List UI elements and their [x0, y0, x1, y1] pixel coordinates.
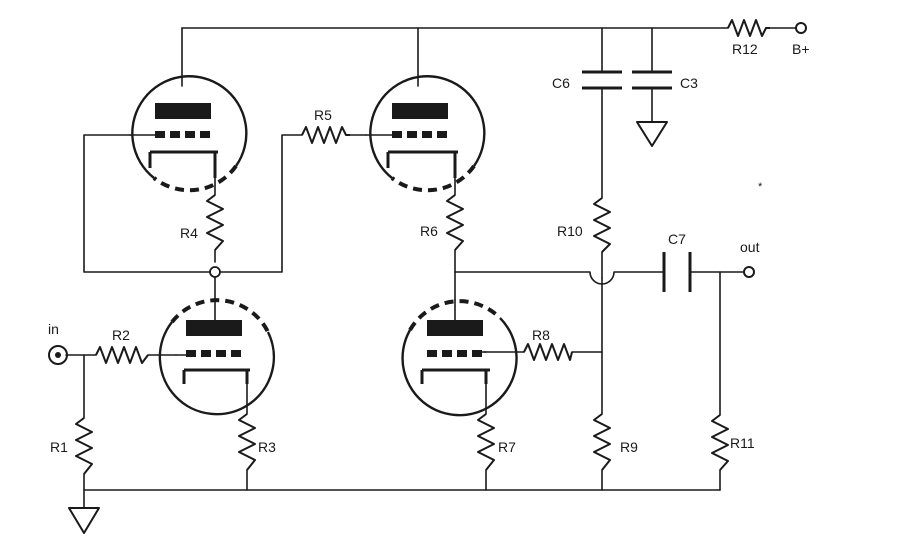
label-c3: C3: [680, 75, 698, 91]
b-plus-terminal: [795, 22, 807, 34]
tube-v1-grid: [155, 131, 210, 138]
resistor-r1: [75, 417, 93, 475]
tube-v3-glass-dashed: [170, 298, 270, 333]
resistor-r7: [477, 413, 495, 471]
tube-v4-plate: [427, 320, 483, 336]
junction-node: [209, 266, 221, 278]
tube-v1-plate: [155, 103, 211, 119]
resistor-r10: [593, 197, 611, 253]
tube-v2-glass-solid: [369, 75, 486, 179]
capacitor-c6: [582, 70, 622, 90]
ground-symbol-c3: [636, 121, 668, 147]
wires: [65, 27, 797, 509]
stray-mark: *: [758, 181, 763, 193]
tube-v4: [401, 299, 518, 417]
label-r8: R8: [532, 327, 550, 343]
tube-v3-grid: [186, 350, 241, 357]
tube-v1-glass-solid: [131, 75, 248, 179]
wire-v1-grid-loop: [83, 134, 211, 273]
label-r3: R3: [258, 439, 276, 455]
resistor-r6: [446, 194, 464, 251]
label-r11: R11: [730, 435, 755, 451]
resistor-r3: [238, 413, 256, 471]
resistor-r2: [95, 346, 149, 364]
label-in: in: [48, 321, 59, 337]
label-r9: R9: [620, 439, 638, 455]
label-r2: R2: [112, 327, 130, 343]
wire-junction-r5: [219, 134, 303, 273]
tube-v4-grid: [427, 350, 482, 357]
tube-v1: [129, 75, 248, 193]
label-bplus: B+: [792, 41, 810, 57]
input-jack: [48, 345, 68, 365]
resistor-r11: [711, 414, 729, 471]
tube-v3: [158, 298, 276, 416]
resistor-r4: [206, 194, 224, 251]
label-r7: R7: [498, 439, 516, 455]
label-c7: C7: [668, 231, 686, 247]
label-r1: R1: [50, 439, 68, 455]
tube-v2-grid: [392, 131, 447, 138]
resistor-r9: [593, 413, 611, 471]
tube-v4-glass-dashed: [408, 299, 502, 331]
tube-v2-cathode: [386, 150, 458, 178]
tube-v2-plate: [392, 103, 448, 119]
wire-output-node: [454, 271, 665, 285]
resistor-r12: [727, 19, 770, 37]
tube-v1-cathode: [148, 150, 218, 178]
output-terminal: [743, 266, 755, 278]
tube-v3-cathode: [182, 368, 250, 384]
label-r5: R5: [314, 107, 332, 123]
resistor-r8: [523, 343, 573, 361]
label-out: out: [740, 239, 760, 255]
tube-v2: [365, 75, 486, 193]
ground-symbol-main: [68, 507, 100, 534]
label-r6: R6: [420, 223, 438, 239]
tube-v4-glass-solid: [401, 317, 518, 417]
tube-v4-cathode: [420, 368, 490, 384]
tube-v3-plate: [186, 320, 242, 336]
label-c6: C6: [552, 75, 570, 91]
tube-v1-glass-dashed: [152, 164, 238, 193]
capacitor-c7: [662, 252, 692, 292]
tube-v3-glass-solid: [158, 321, 276, 416]
capacitor-c3: [632, 70, 672, 90]
resistor-r5: [301, 126, 350, 144]
label-r12: R12: [732, 41, 758, 57]
label-r10: R10: [557, 223, 583, 239]
label-r4: R4: [180, 225, 198, 241]
tube-v2-glass-dashed: [390, 164, 476, 193]
